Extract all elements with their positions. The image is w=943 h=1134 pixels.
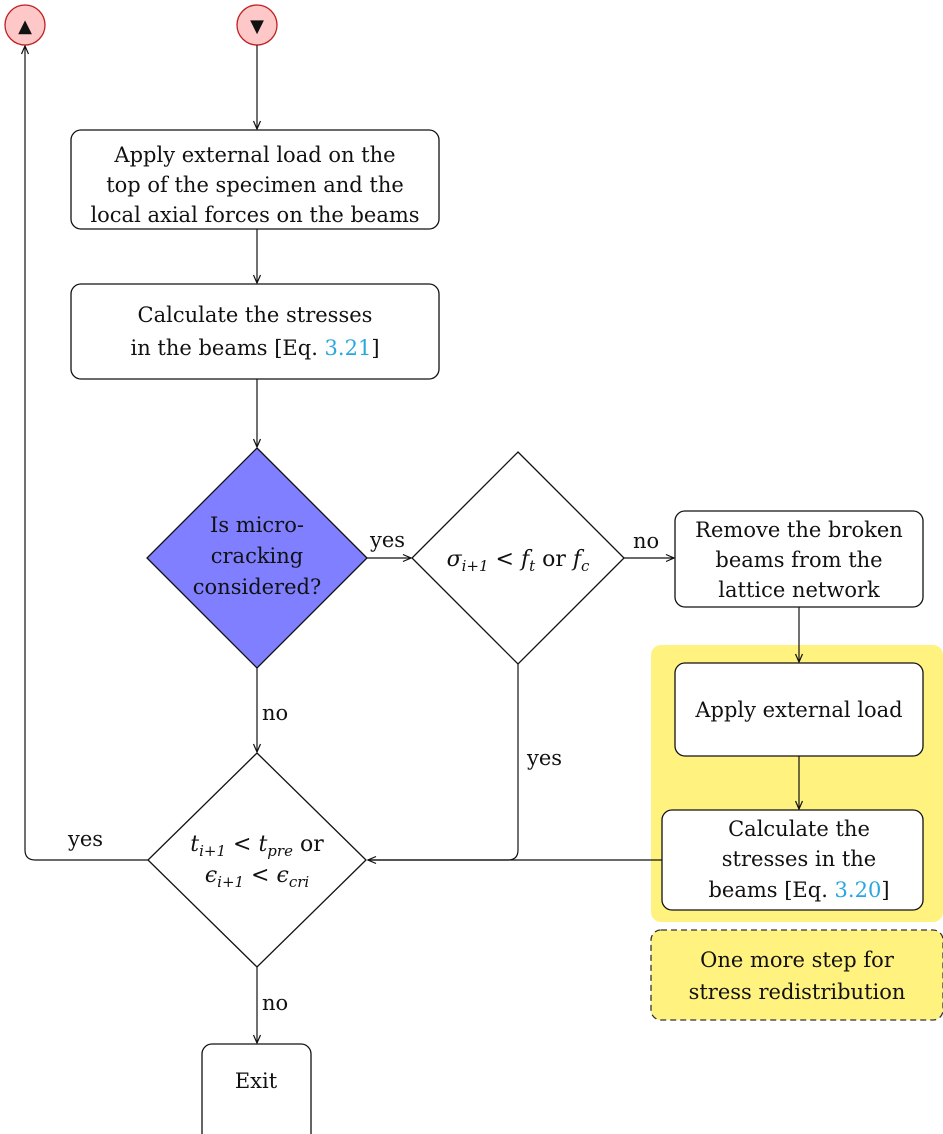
time-check-line-2: ϵi+1 < ϵcri [205, 863, 310, 891]
up-triangle-icon: ▲ [18, 16, 32, 37]
note-box [650, 929, 943, 1021]
eq-ref-3-20: 3.20 [835, 878, 882, 902]
calc-stresses-2-line-1: Calculate the [728, 817, 870, 841]
exit-box [201, 1043, 312, 1134]
calc-stresses-2-line-2: stresses in the [722, 847, 876, 871]
label-no-sigma: no [633, 529, 659, 553]
remove-beams-line-1: Remove the broken [695, 518, 903, 542]
note-line-2: stress redistribution [689, 980, 906, 1004]
remove-beams-line-3: lattice network [718, 578, 880, 602]
apply-load-box [70, 129, 440, 230]
label-yes-time: yes [67, 827, 103, 851]
remove-beams-line-2: beams from the [715, 548, 882, 572]
down-triangle-icon: ▼ [250, 16, 264, 37]
apply-external-label: Apply external load [694, 698, 902, 722]
calc-stresses-line-2: in the beams [Eq. 3.21] [130, 336, 379, 360]
micro-cracking-line-1: Is micro- [210, 513, 304, 537]
apply-load-line-2: top of the specimen and the [106, 173, 404, 197]
label-yes-sigma: yes [526, 746, 562, 770]
calc-stresses-2-line-3: beams [Eq. 3.20] [708, 878, 889, 902]
calc-stresses-line-1: Calculate the stresses [138, 303, 373, 327]
apply-load-line-1: Apply external load on the [113, 143, 395, 167]
eq-ref-3-21: 3.21 [325, 336, 372, 360]
exit-label: Exit [235, 1069, 278, 1093]
calc-stresses-box [70, 283, 440, 380]
label-yes-micro: yes [369, 528, 405, 552]
micro-cracking-line-2: cracking [211, 544, 304, 568]
edge-time-yes-to-top [25, 46, 148, 861]
edge-sigma-yes-to-time [368, 664, 519, 860]
time-check-line-1: ti+1 < tpre or [190, 832, 324, 860]
label-no-time: no [262, 991, 288, 1015]
note-line-1: One more step for [700, 948, 895, 972]
time-check-diamond [147, 752, 367, 968]
stress-check-condition: σi+1 < ft or fc [447, 547, 590, 575]
edges [25, 45, 799, 1043]
apply-load-line-3: local axial forces on the beams [90, 203, 419, 227]
micro-cracking-line-3: considered? [193, 575, 321, 599]
label-no-micro: no [262, 701, 288, 725]
